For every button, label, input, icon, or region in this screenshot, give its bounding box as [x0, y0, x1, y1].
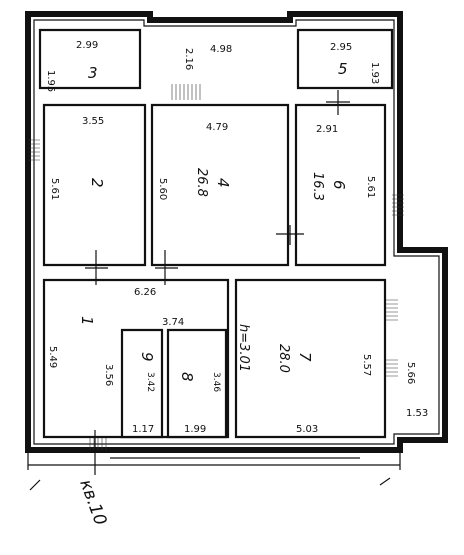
room-9-dim-height: 3.42 [145, 372, 155, 392]
room-1-dim-width: 6.26 [134, 287, 156, 298]
room-6-number: 6 [330, 180, 348, 190]
room-3-number: 3 [88, 64, 98, 82]
room-8-dim-width: 1.99 [184, 424, 206, 435]
room-1: 6.26 5.49 3.56 1 3.74 [47, 287, 184, 386]
apartment-signature: кв.10 [75, 477, 110, 528]
room-7-area: 28.0 [276, 344, 291, 373]
room-8-number: 8 [178, 372, 196, 382]
bath-width-dim: 3.74 [162, 317, 184, 328]
room-2-dim-width: 3.55 [82, 116, 104, 127]
room-2-dim-left: 5.61 [49, 178, 60, 200]
room-1-number: 1 [78, 316, 96, 326]
balcony-strip [27, 450, 401, 470]
room-3: 3 2.99 1.95 [45, 40, 98, 92]
room-1-dim-left: 5.49 [47, 346, 58, 368]
room-7: 7 28.0 5.57 5.03 5.66 1.53 [276, 344, 428, 435]
corridor-height-label: h=3.01 [236, 324, 251, 372]
interior-walls [38, 28, 394, 439]
windows [28, 84, 404, 450]
room-4-area: 26.8 [194, 168, 209, 197]
room-7-dim-width: 5.03 [296, 424, 318, 435]
section-marks [29, 90, 391, 491]
room-9-number: 9 [138, 352, 156, 362]
room-2-dim-right: 5.60 [157, 178, 168, 200]
room-6-dim-height: 5.61 [365, 176, 376, 198]
room-4-dim-depth: 2.16 [183, 48, 194, 70]
room-4-dim-width: 4.79 [206, 122, 228, 133]
room-5-number: 5 [338, 60, 348, 78]
room-7-dim-height: 5.57 [361, 354, 372, 376]
room-5-dim-width: 2.95 [330, 42, 352, 53]
room-2: 3.55 5.61 5.60 2 [49, 116, 168, 200]
room-7-number: 7 [296, 352, 314, 362]
room-6-dim-width: 2.91 [316, 124, 338, 135]
room-6: 2.91 5.61 6 16.3 [310, 124, 376, 201]
room-7-dim-outer: 5.66 [405, 362, 416, 384]
room-7-dim-small: 1.53 [406, 408, 428, 419]
room-6-area: 16.3 [310, 172, 325, 201]
room-8: 8 3.46 1.99 [178, 372, 221, 435]
room-4: 4.98 2.16 4.79 4 26.8 [183, 44, 232, 197]
room-1-dim-inner: 3.56 [103, 364, 114, 386]
room-4-number: 4 [214, 178, 232, 188]
room-4-dim-top: 4.98 [210, 44, 232, 55]
room-5-dim-height: 1.93 [369, 62, 380, 84]
room-3-dim-height: 1.95 [45, 70, 56, 92]
room-2-number: 2 [88, 178, 106, 188]
room-8-dim-height: 3.46 [211, 372, 221, 392]
room-3-dim-width: 2.99 [76, 40, 98, 51]
room-5: 5 2.95 1.93 [330, 42, 380, 84]
room-9-dim-width: 1.17 [132, 424, 154, 435]
room-9: 9 3.42 1.17 [132, 352, 156, 435]
